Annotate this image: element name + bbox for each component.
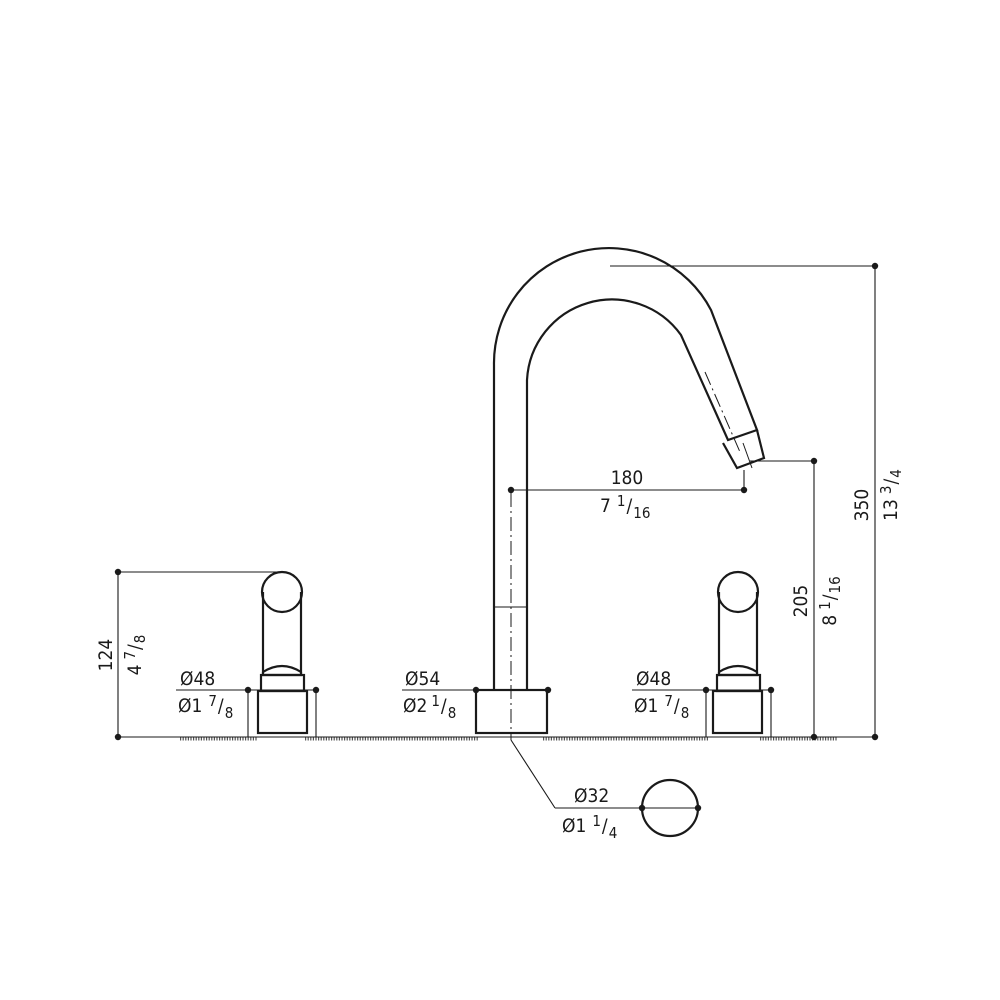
right-handle <box>711 570 764 735</box>
spout-height-mm: 350 <box>851 489 873 522</box>
hole-diameter-mm: Ø32 <box>574 785 609 807</box>
outlet-height-mm: 205 <box>790 585 812 618</box>
spout-height-label: 350 133/4 <box>851 469 905 521</box>
outlet-height-inch: 81/16 <box>816 576 844 625</box>
handle-height-mm: 124 <box>95 639 117 672</box>
outlet-height-label: 205 81/16 <box>790 576 844 625</box>
handle-height-label: 124 47/8 <box>95 635 149 676</box>
right-handle-base-mm: Ø48 <box>636 668 671 690</box>
spout-reach-mm: 180 <box>611 467 644 489</box>
dimension-lines <box>117 265 876 838</box>
spout-height-inch: 133/4 <box>877 469 905 521</box>
handle-height-inch: 47/8 <box>121 635 149 676</box>
left-handle <box>256 570 309 735</box>
dimension-dots <box>114 262 879 812</box>
left-handle-base-mm: Ø48 <box>180 668 215 690</box>
spout-base-mm: Ø54 <box>405 668 440 690</box>
spout <box>474 247 766 740</box>
